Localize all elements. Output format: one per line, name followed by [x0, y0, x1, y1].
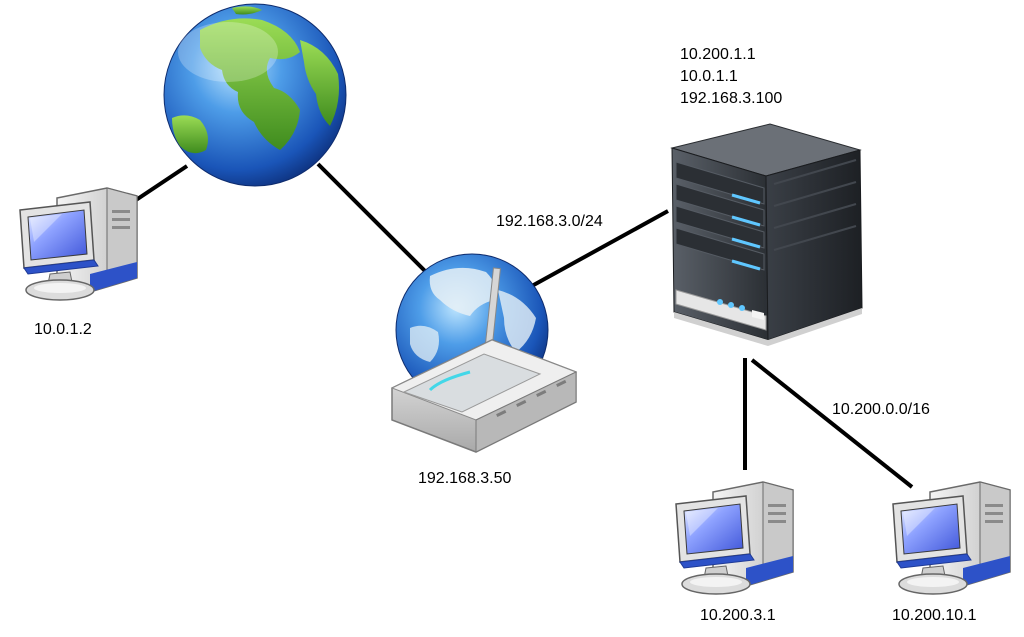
server-icon [670, 123, 863, 346]
link-pc-globe [131, 164, 189, 204]
pc-bottom-right-icon [892, 481, 1011, 595]
link-globe-router [316, 162, 434, 280]
router-ip-label: 192.168.3.50 [418, 470, 512, 487]
lan-network-label: 192.168.3.0/24 [496, 213, 603, 230]
pc-left-icon [19, 187, 138, 301]
internal-network-label: 10.200.0.0/16 [832, 401, 930, 418]
link-server-pc-right [750, 358, 914, 489]
internet-globe-icon [163, 3, 347, 187]
router-icon [390, 253, 578, 453]
server-ip-label-1: 10.200.1.1 [680, 46, 756, 63]
server-ip-label-2: 10.0.1.1 [680, 68, 738, 85]
link-router-server [529, 209, 669, 289]
pc-left-ip-label: 10.0.1.2 [34, 321, 92, 338]
pc-bottom-right-ip-label: 10.200.10.1 [892, 607, 977, 624]
server-ip-label-3: 192.168.3.100 [680, 90, 783, 107]
pc-bottom-mid-icon [675, 481, 794, 595]
pc-bottom-mid-ip-label: 10.200.3.1 [700, 607, 776, 624]
